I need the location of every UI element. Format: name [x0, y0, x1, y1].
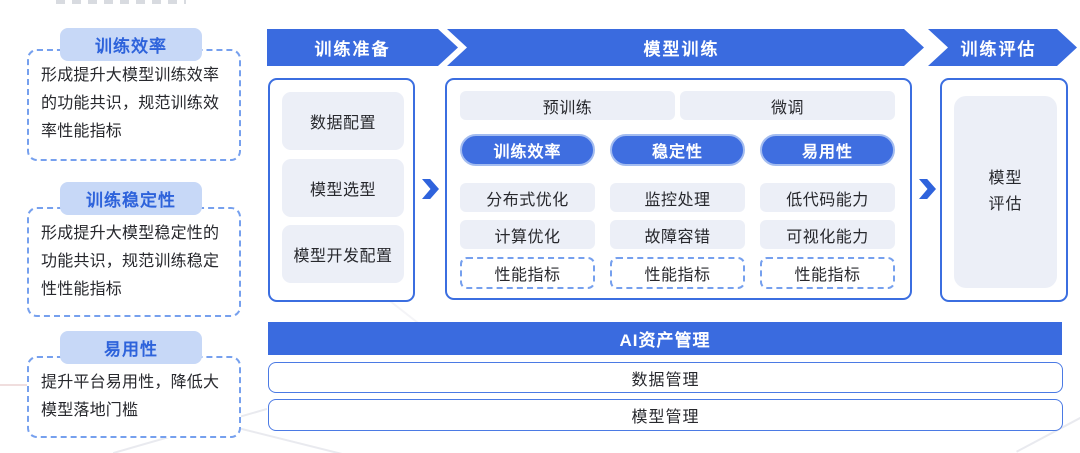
pillar-metric-box: 性能指标: [610, 257, 745, 289]
chevron-right-icon: [422, 179, 439, 199]
pillar-header: 易用性: [760, 134, 895, 166]
prep-step-model-selection: 模型选型: [282, 159, 404, 217]
goal-card-training-stability: 形成提升大模型稳定性的功能共识，规范训练稳定性性能指标: [27, 207, 241, 317]
goal-card-border: [27, 356, 241, 438]
pillar-item-monitoring: 监控处理: [610, 183, 745, 212]
pillar-stability: 稳定性 监控处理 故障容错 性能指标: [610, 134, 745, 289]
bottom-banner-ai-asset-management: AI资产管理: [268, 322, 1062, 355]
pillar-header: 稳定性: [610, 134, 745, 166]
prep-column-frame: 数据配置 模型选型 模型开发配置: [268, 78, 415, 302]
training-pillars: 训练效率 分布式优化 计算优化 性能指标 稳定性 监控处理 故障容错 性能指标 …: [460, 134, 895, 289]
goal-card-title-training-stability: 训练稳定性: [60, 182, 202, 215]
pillar-header: 训练效率: [460, 134, 595, 166]
chevron-right-icon: [919, 179, 936, 199]
stage-banner-model-training: 模型训练: [447, 29, 924, 66]
training-column-frame: 预训练 微调 训练效率 分布式优化 计算优化 性能指标 稳定性 监控处理 故障容…: [445, 78, 912, 300]
bottom-bar-model-management: 模型管理: [268, 399, 1063, 431]
prep-step-model-dev-config: 模型开发配置: [282, 225, 404, 283]
pillar-metric-box: 性能指标: [760, 257, 895, 289]
pillar-item-fault-tolerance: 故障容错: [610, 220, 745, 249]
pillar-training-efficiency: 训练效率 分布式优化 计算优化 性能指标: [460, 134, 595, 289]
pillar-item-distributed-optimization: 分布式优化: [460, 183, 595, 212]
training-top-row: 预训练 微调: [460, 91, 895, 120]
goal-card-description: 形成提升大模型训练效率的功能共识，规范训练效率性能指标: [41, 67, 220, 140]
bottom-bar-data-management: 数据管理: [268, 362, 1063, 393]
pillar-metric-box: 性能指标: [460, 257, 595, 289]
stage-banner-training-eval: 训练评估: [928, 29, 1077, 66]
pillar-item-compute-optimization: 计算优化: [460, 220, 595, 249]
pillar-item-visualization: 可视化能力: [760, 220, 895, 249]
goal-card-usability: 提升平台易用性，降低大模型落地门槛: [27, 356, 241, 438]
prep-step-data-config: 数据配置: [282, 92, 404, 150]
cropped-text-artifact: [56, 0, 186, 4]
eval-column-frame: 模型 评估: [940, 78, 1068, 302]
goal-card-border: [27, 207, 241, 317]
goal-card-training-efficiency: 形成提升大模型训练效率的功能共识，规范训练效率性能指标: [27, 49, 241, 161]
goal-card-description: 形成提升大模型稳定性的功能共识，规范训练稳定性性能指标: [41, 225, 220, 298]
goal-card-title-usability: 易用性: [60, 331, 202, 364]
pillar-usability: 易用性 低代码能力 可视化能力 性能指标: [760, 134, 895, 289]
training-step-pretraining: 预训练: [460, 91, 675, 120]
pillar-item-low-code: 低代码能力: [760, 183, 895, 212]
training-step-finetuning: 微调: [680, 91, 895, 120]
eval-step-model-evaluation: 模型 评估: [954, 96, 1057, 288]
background-line: [0, 384, 28, 386]
goal-card-description: 提升平台易用性，降低大模型落地门槛: [41, 374, 220, 419]
stage-banner-training-prep: 训练准备: [267, 29, 458, 66]
goal-card-title-training-efficiency: 训练效率: [60, 28, 202, 61]
